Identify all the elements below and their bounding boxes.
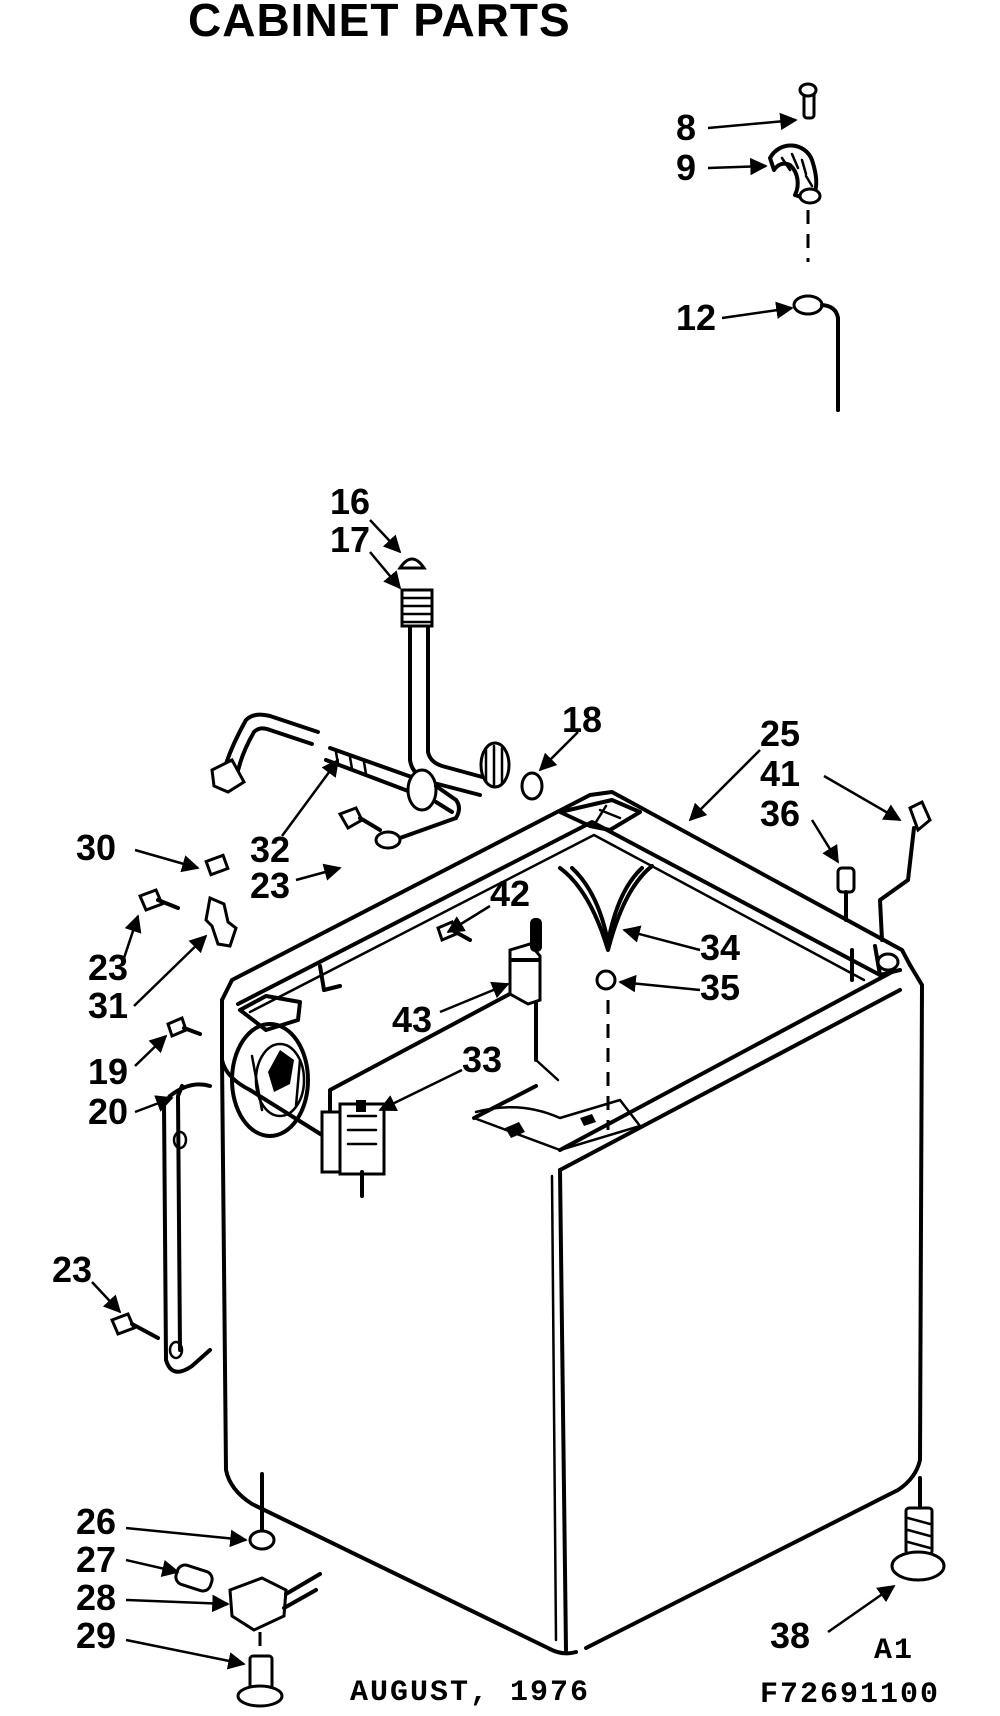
- publication-date: AUGUST, 1976: [350, 1676, 590, 1710]
- leveling-leg-assembly: [174, 1472, 322, 1708]
- callout-30: 30: [76, 827, 116, 868]
- leveling-leg-part-38: [890, 1476, 946, 1582]
- leader-lines: [91, 112, 902, 1670]
- callout-35: 35: [700, 967, 740, 1008]
- parts-36-41: [836, 799, 932, 942]
- callout-25: 25: [760, 713, 800, 754]
- inlet-hose-assembly: [397, 557, 544, 801]
- callout-38: 38: [770, 1615, 810, 1656]
- callout-23: 23: [250, 865, 290, 906]
- pump-housing: [230, 1022, 310, 1138]
- callout-34: 34: [700, 927, 740, 968]
- washer-part-12: [792, 294, 824, 316]
- clip-part-35: [595, 969, 617, 991]
- callout-33: 33: [462, 1039, 502, 1080]
- washer-part-18: [520, 771, 544, 801]
- clip-part-43: [508, 942, 542, 1006]
- cap-part-41: [908, 799, 932, 833]
- callout-12: 12: [676, 297, 716, 338]
- fastener-group: [138, 806, 472, 1039]
- callout-16: 16: [330, 481, 370, 522]
- cabinet-body: [220, 790, 924, 1656]
- callout-8: 8: [676, 107, 696, 148]
- callout-36: 36: [760, 793, 800, 834]
- wire-harness-assembly: [210, 712, 461, 840]
- callout-labels: 8 9 12 16 17 18 25 41 36 30 32 23 42 23 …: [52, 107, 810, 1656]
- callout-20: 20: [88, 1091, 128, 1132]
- sheet-id: A1: [874, 1634, 914, 1668]
- callout-29: 29: [76, 1615, 116, 1656]
- callout-32: 32: [250, 829, 290, 870]
- lid-switch-part-33: [320, 1100, 386, 1198]
- callout-17: 17: [330, 519, 370, 560]
- callout-18: 18: [562, 699, 602, 740]
- callout-28: 28: [76, 1577, 116, 1618]
- hinge-bracket-assembly: [768, 82, 840, 412]
- callout-42: 42: [490, 873, 530, 914]
- coupling-part-17: [400, 588, 434, 628]
- cap-part-16: [397, 557, 427, 570]
- nut-part-26: [248, 1529, 276, 1551]
- side-bracket-part-20: [110, 1082, 212, 1374]
- pin-part-27: [174, 1563, 214, 1593]
- callout-43: 43: [392, 999, 432, 1040]
- part-number: F72691100: [760, 1678, 940, 1712]
- clip-part-30: [204, 853, 230, 877]
- bracket-part-31: [204, 895, 238, 948]
- screw-part-23-left: [138, 888, 164, 912]
- callout-41: 41: [760, 753, 800, 794]
- screw-part-36: [836, 866, 856, 894]
- callout-26: 26: [76, 1501, 116, 1542]
- callout-23: 23: [52, 1249, 92, 1290]
- callout-27: 27: [76, 1539, 116, 1580]
- callout-23: 23: [88, 947, 128, 988]
- bracket-part-28: [228, 1576, 288, 1632]
- clamp-parts-34-35-43: [508, 864, 654, 1130]
- screw-part-23-lower: [110, 1312, 136, 1336]
- diagram-title: CABINET PARTS: [188, 0, 571, 46]
- callout-19: 19: [88, 1051, 128, 1092]
- callout-9: 9: [676, 147, 696, 188]
- callout-31: 31: [88, 985, 128, 1026]
